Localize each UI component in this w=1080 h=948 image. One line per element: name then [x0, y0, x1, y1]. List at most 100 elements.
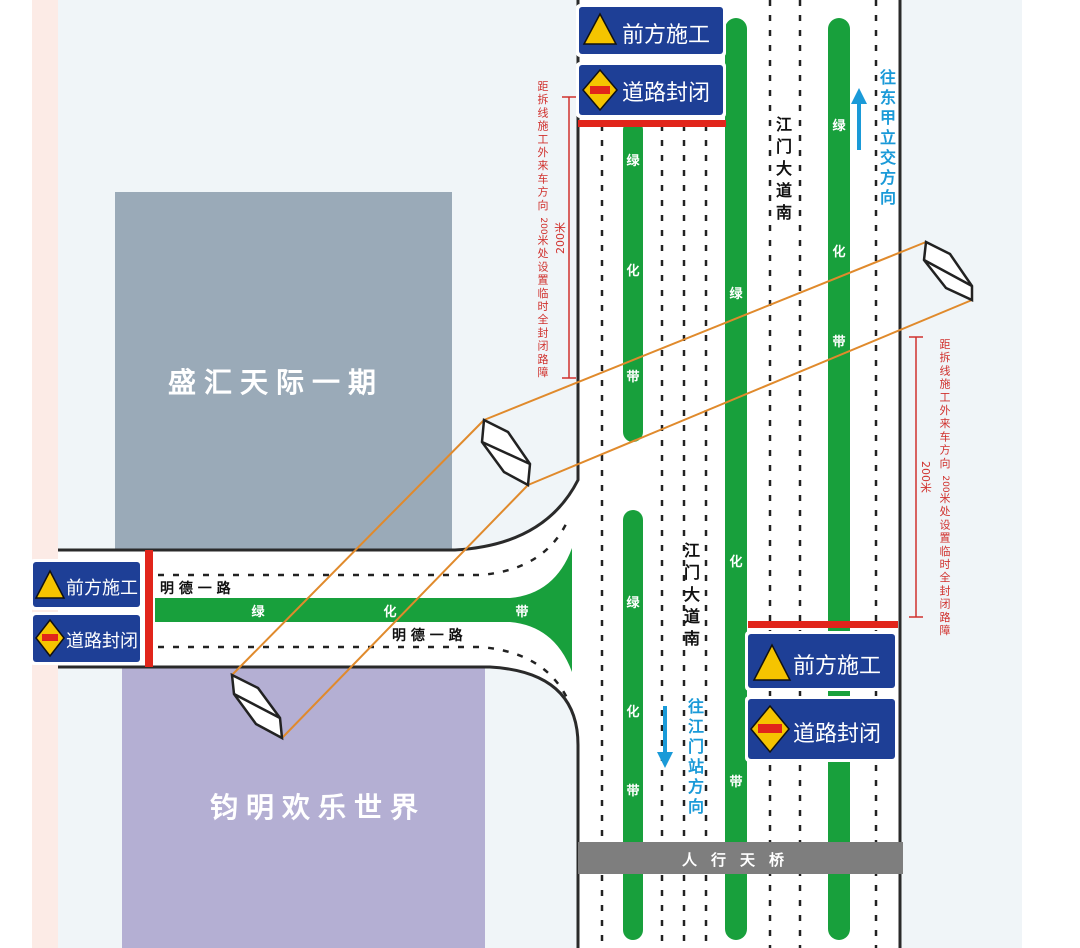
belt-e-char-3: 带 — [515, 604, 528, 620]
svg-text:甲: 甲 — [880, 108, 896, 127]
svg-text:道路封闭: 道路封闭 — [793, 722, 881, 747]
closure-note-char: 置 — [538, 274, 549, 287]
closure-note-char: 线 — [940, 363, 951, 377]
svg-text:方: 方 — [880, 168, 896, 187]
belt-c-char-2: 化 — [729, 554, 742, 570]
direction-label-south: 往 江 门 站 方 向 — [688, 697, 704, 816]
svg-text:江: 江 — [688, 717, 704, 736]
block-upper-left — [115, 192, 452, 550]
belt-e-char-2: 化 — [383, 604, 396, 620]
belt-c-char-1: 绿 — [729, 286, 743, 302]
block-lower-left-label: 钧明欢乐世界 — [210, 791, 426, 824]
belt-c-char-3: 带 — [729, 774, 742, 790]
closure-note-char: 线 — [538, 105, 549, 119]
belt-a-char-3: 带 — [626, 369, 639, 385]
belt-d-char-3: 带 — [832, 334, 845, 350]
belt-b-char-1: 绿 — [626, 595, 640, 611]
block-upper-left-label: 盛汇天际一期 — [168, 366, 384, 399]
svg-text:向: 向 — [688, 797, 704, 816]
side-road-name-north: 明 德 一 路 — [160, 580, 232, 597]
svg-text:道: 道 — [684, 607, 700, 626]
closure-note-char: 置 — [940, 532, 951, 545]
svg-text:向: 向 — [880, 188, 896, 207]
pedestrian-bridge-label: 人行天桥 — [682, 851, 798, 869]
barrier-east — [748, 621, 898, 628]
dimension-line-east — [909, 336, 923, 618]
closure-note-char: 车 — [940, 429, 951, 443]
demolition-machine-icon-1 — [480, 418, 532, 487]
main-road-name-east: 江 门 大 道 南 — [776, 115, 792, 222]
closure-note-char: 临 — [538, 286, 549, 300]
belt-b-char-3: 带 — [626, 783, 639, 799]
closure-note-char: 全 — [538, 312, 549, 326]
belt-b-char-2: 化 — [626, 704, 639, 720]
closure-note-char: 方 — [538, 185, 549, 199]
svg-text:前方施工: 前方施工 — [66, 578, 138, 599]
closure-note-char: 闭 — [538, 340, 549, 353]
closure-note-char: 拆 — [538, 92, 549, 106]
sign-construction-ahead-east: 前方施工 — [745, 631, 898, 691]
closure-note-char: 来 — [538, 159, 549, 172]
svg-text:道路封闭: 道路封闭 — [622, 81, 710, 106]
pedestrian-bridge — [578, 842, 903, 874]
sign-road-closed-east: 道路封闭 — [745, 696, 898, 762]
north-arrow-icon — [851, 88, 867, 150]
closure-note-char: 时 — [940, 558, 951, 571]
closure-note-char: 外 — [940, 404, 951, 417]
closure-note-char: 米 — [940, 492, 951, 505]
svg-text:前方施工: 前方施工 — [793, 654, 881, 679]
south-arrow-icon — [657, 706, 673, 768]
closure-note-char: 向 — [940, 456, 951, 470]
sign-road-closed-top: 道路封闭 — [576, 62, 726, 118]
closure-note-char: 封 — [538, 325, 549, 339]
svg-text:江: 江 — [776, 115, 792, 134]
svg-text:大: 大 — [684, 585, 700, 604]
closure-note-char: 处 — [940, 505, 951, 518]
barrier-west — [145, 550, 153, 667]
svg-text:立: 立 — [880, 128, 896, 147]
belt-a-char-2: 化 — [626, 263, 639, 279]
closure-note-char: 车 — [538, 171, 549, 185]
sign-construction-ahead-west: 前方施工 — [30, 559, 143, 610]
svg-text:东: 东 — [880, 88, 896, 107]
svg-text:交: 交 — [880, 148, 896, 167]
closure-note-char: 拆 — [940, 350, 951, 364]
belt-d-char-2: 化 — [832, 244, 845, 260]
svg-text:站: 站 — [688, 757, 704, 776]
closure-note-char: 全 — [940, 570, 951, 584]
closure-note-char: 闭 — [940, 598, 951, 611]
closure-note-char: 向 — [538, 198, 549, 212]
closure-note-char: 外 — [538, 146, 549, 159]
closure-note-char: 施 — [538, 120, 549, 133]
belt-a-char-1: 绿 — [626, 153, 640, 169]
svg-text:道: 道 — [776, 181, 792, 200]
svg-text:道路封闭: 道路封闭 — [66, 631, 138, 652]
belt-e-char-1: 绿 — [251, 604, 265, 620]
svg-text:前方施工: 前方施工 — [622, 23, 710, 48]
closure-note-char: 工 — [538, 133, 549, 146]
block-lower-left — [122, 667, 485, 948]
side-road-name-south: 明 德 一 路 — [392, 627, 464, 644]
belt-d-char-1: 绿 — [832, 118, 846, 134]
closure-note-char: 米 — [538, 234, 549, 247]
svg-text:门: 门 — [688, 737, 704, 756]
main-road-lane-lines — [600, 0, 878, 948]
main-road-name-west: 江 门 大 道 南 — [684, 541, 700, 648]
closure-note-char: 障 — [538, 365, 549, 379]
svg-text:方: 方 — [688, 777, 704, 796]
svg-text:大: 大 — [776, 159, 792, 178]
sign-road-closed-west: 道路封闭 — [30, 612, 143, 665]
direction-label-north: 往 东 甲 立 交 方 向 — [880, 68, 896, 207]
dimension-label-north: 200米 — [554, 222, 567, 254]
barrier-north — [578, 120, 726, 127]
sign-construction-ahead-top: 前方施工 — [576, 4, 726, 57]
svg-text:往: 往 — [688, 697, 704, 716]
closure-note-char: 200 — [940, 475, 950, 492]
svg-text:江: 江 — [684, 541, 700, 560]
closure-note-char: 设 — [940, 518, 951, 531]
dimension-label-east: 200米 — [919, 461, 932, 493]
closure-note-char: 方 — [940, 443, 951, 457]
